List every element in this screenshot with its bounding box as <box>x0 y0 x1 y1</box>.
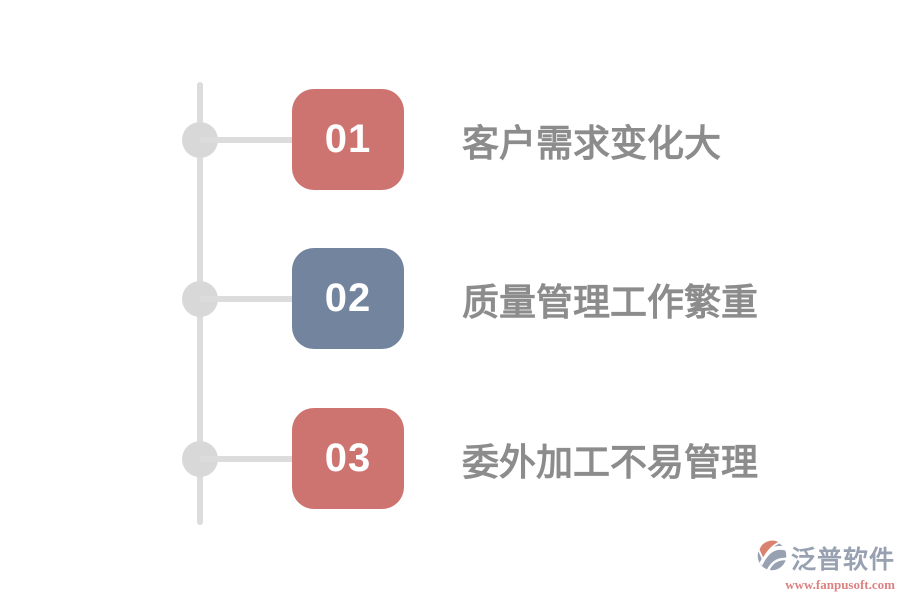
badge-number: 03 <box>324 436 372 480</box>
number-badge-1: 01 <box>292 89 404 190</box>
timeline-item-2: 02 质量管理工作繁重 <box>0 248 900 349</box>
item-label: 委外加工不易管理 <box>462 441 758 483</box>
connector-line-3 <box>200 455 296 462</box>
number-badge-3: 03 <box>292 408 404 509</box>
timeline-item-1: 01 客户需求变化大 <box>0 89 900 190</box>
watermark: 泛普软件 www.fanpusoft.com <box>745 537 895 593</box>
brand-name: 泛普软件 <box>790 545 895 574</box>
badge-number: 01 <box>324 117 372 161</box>
timeline-item-3: 03 委外加工不易管理 <box>0 408 900 509</box>
number-badge-2: 02 <box>292 248 404 349</box>
watermark-top-row: 泛普软件 <box>745 537 895 578</box>
item-label: 质量管理工作繁重 <box>462 281 758 323</box>
item-label: 客户需求变化大 <box>462 122 721 164</box>
brand-url: www.fanpusoft.com <box>785 577 895 592</box>
fanpu-logo-icon <box>755 537 789 578</box>
badge-number: 02 <box>324 276 372 320</box>
connector-line-1 <box>200 136 296 143</box>
connector-line-2 <box>200 295 296 302</box>
